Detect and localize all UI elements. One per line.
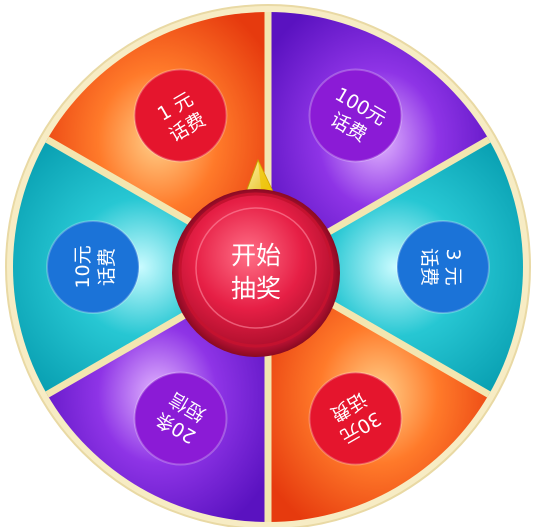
prize-circle <box>308 371 403 466</box>
prize-line1: 3 元 <box>442 248 464 285</box>
prize-item: 1 元话费 <box>133 68 228 163</box>
prize-list: 100元话费3 元话费30元话费20条短信10元话费1 元话费 <box>46 68 490 466</box>
prize-line1: 10元 <box>72 245 94 288</box>
prize-circle <box>133 68 228 163</box>
wheel-segment <box>12 139 269 395</box>
start-button-line1: 开始 <box>231 241 281 270</box>
prize-circle <box>308 68 403 163</box>
prize-circle <box>46 220 140 314</box>
start-button-line2: 抽奖 <box>231 274 281 303</box>
prize-item: 10元话费 <box>46 220 140 314</box>
wheel-segment <box>268 139 523 395</box>
prize-circle <box>396 220 490 314</box>
prize-circle <box>133 371 228 466</box>
prize-item: 3 元话费 <box>396 220 490 314</box>
prize-line2: 话费 <box>96 248 118 286</box>
prize-line2: 话费 <box>418 248 440 286</box>
start-draw-button[interactable]: 开始 抽奖 <box>172 189 340 357</box>
